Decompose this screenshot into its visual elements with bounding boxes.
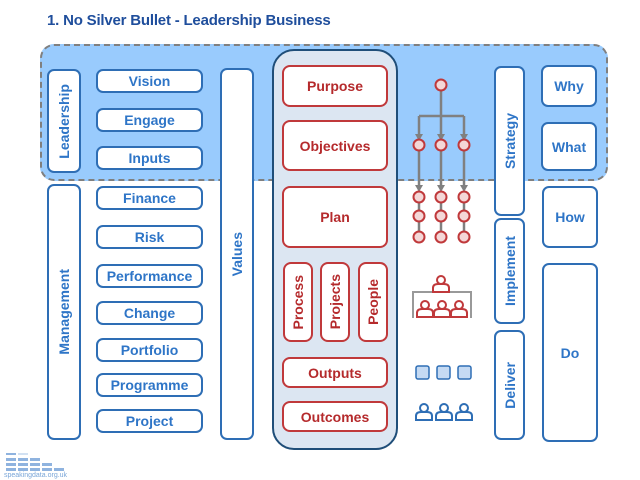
purpose-box: Purpose [282,65,388,107]
outcomes-box: Outcomes [282,401,388,432]
process-box: Process [283,262,313,342]
implement-label: Implement [501,235,518,306]
speakingdata-logo-icon [6,453,64,471]
plan-box: Plan [282,186,388,248]
people-box: People [358,262,388,342]
outputs-box: Outputs [282,357,388,388]
projects-label: Projects [327,274,343,330]
deliver-label: Deliver [501,361,518,409]
item-portfolio: Portfolio [96,338,203,362]
deliverable-squares-icon [415,365,472,380]
values-box: Values [220,68,254,440]
why-box: Why [541,65,597,107]
values-label: Values [229,231,245,277]
process-label: Process [290,274,306,330]
icon-column [412,78,473,421]
item-risk: Risk [96,225,203,249]
item-vision: Vision [96,69,203,93]
item-change: Change [96,301,203,325]
leadership-label-box: Leadership [47,69,81,173]
item-engage: Engage [96,108,203,132]
projects-box: Projects [320,262,350,342]
management-label: Management [56,269,72,355]
do-box: Do [542,263,598,442]
item-performance: Performance [96,264,203,288]
people-icon [415,403,473,421]
people-label: People [365,279,381,325]
logo-text: speakingdata.org.uk [4,472,68,479]
item-project: Project [96,409,203,433]
deliver-box: Deliver [494,330,525,440]
team-structure-icon [412,275,472,318]
management-label-box: Management [47,184,81,440]
strategy-box: Strategy [494,66,525,216]
item-inputs: Inputs [96,146,203,170]
page-title: 1. No Silver Bullet - Leadership Busines… [47,12,331,29]
leadership-label: Leadership [56,83,72,159]
what-box: What [541,122,597,171]
implement-box: Implement [494,218,525,324]
item-programme: Programme [96,373,203,397]
hierarchy-tree-icon [412,78,471,244]
item-finance: Finance [96,186,203,210]
how-box: How [542,186,598,248]
core-column [272,49,398,450]
strategy-label: Strategy [501,112,518,170]
objectives-box: Objectives [282,120,388,171]
